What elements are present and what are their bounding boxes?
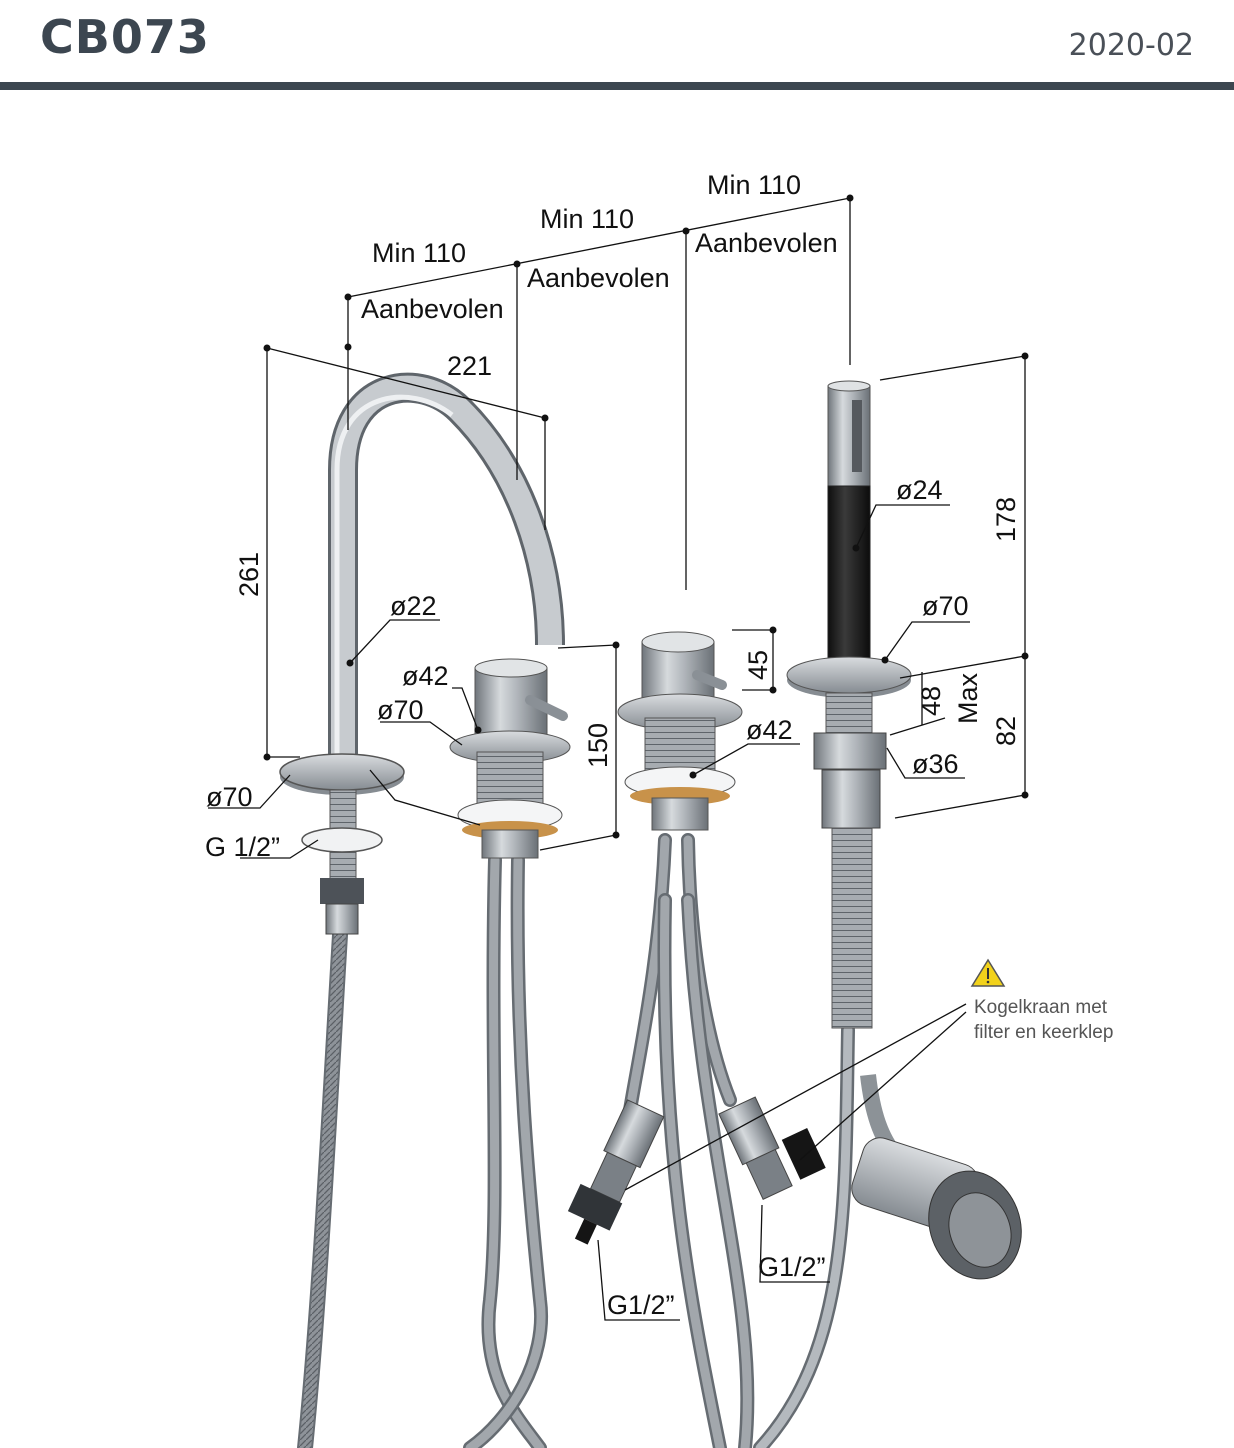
recommended-1: Aanbevolen [361,294,504,324]
mixer-left-body-diameter: ø42 [402,661,449,691]
handshower-max-label: Max [953,672,983,724]
mixer-left [449,658,571,859]
recommended-3: Aanbevolen [695,228,838,258]
dimension-points [263,194,1029,839]
valve-note-line1: Kogelkraan met [974,997,1108,1018]
mixer-right-lever-height: 45 [743,650,773,680]
mixer-right [617,631,743,831]
valve-note: Kogelkraan met filter en keerklep [970,958,1113,1043]
recommended-2: Aanbevolen [527,263,670,293]
dimension-labels: Min 110 Aanbevolen Min 110 Aanbevolen Mi… [205,170,1021,1320]
header-divider [0,82,1234,90]
hose-swivel-fitting [851,1074,1022,1280]
ball-valves [567,1096,826,1245]
mixer-left-height: 150 [583,723,613,768]
spout-tube-diameter: ø22 [390,591,437,621]
handshower-rosette-diameter: ø70 [922,591,969,621]
handshower-max-thickness: 48 [916,686,946,716]
handshower-nut-diameter: ø36 [912,749,959,779]
document-date: 2020-02 [1068,28,1194,63]
handshower-length: 178 [991,497,1021,542]
spout-thread: G 1/2” [205,832,280,862]
mixer-left-rosette-diameter: ø70 [377,695,424,725]
min-spacing-2: Min 110 [540,204,634,234]
spout [279,372,565,935]
dimension-lines [208,197,1026,1321]
spout-height: 261 [234,552,264,597]
warning-icon [970,958,1006,987]
spout-reach: 221 [447,351,492,381]
handshower-below-deck: 82 [991,716,1021,746]
connection-left: G1/2” [607,1290,675,1320]
min-spacing-3: Min 110 [707,170,801,200]
product-code: CB073 [40,10,210,64]
spout-rosette-diameter: ø70 [206,782,253,812]
valve-note-line2: filter en keerklep [974,1022,1113,1043]
connection-right: G1/2” [758,1252,826,1282]
handshower [786,380,912,1029]
supply-hoses [297,833,855,1448]
mixer-right-body-diameter: ø42 [746,715,793,745]
min-spacing-1: Min 110 [372,238,466,268]
handshower-diameter: ø24 [896,475,943,505]
header: CB073 2020-02 [0,0,1234,92]
